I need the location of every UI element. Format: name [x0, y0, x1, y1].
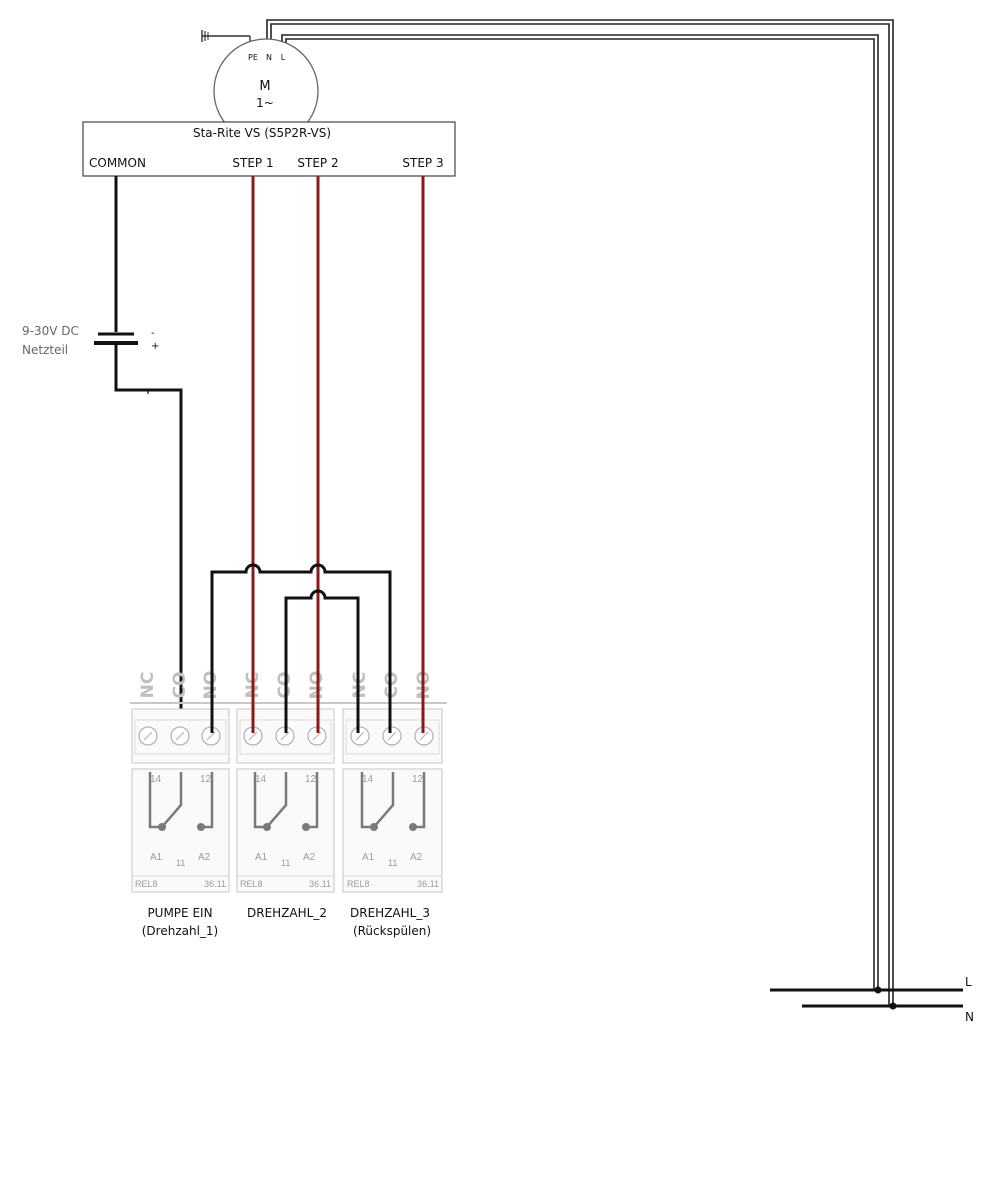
signal-wiring: [210, 176, 425, 733]
relay1-label: PUMPE EIN: [147, 906, 212, 920]
controller-step1-label: STEP 1: [232, 156, 273, 170]
relay-block: NC CO NO NC CO NO NC CO NO 14: [130, 671, 447, 938]
jumper-relay2-co-to-relay3-nc: [284, 589, 360, 733]
relay3-pin12: 12: [412, 774, 424, 785]
line-wire: [281, 34, 879, 990]
controller-step2-label: STEP 2: [297, 156, 338, 170]
relay1-pin11: 11: [176, 858, 185, 868]
relay2-label: DREHZAHL_2: [247, 906, 327, 920]
mains-n-label: N: [965, 1010, 974, 1024]
motor-pe-label: PE: [248, 53, 258, 62]
relay3-model: REL8: [347, 879, 370, 889]
relay1-type: 36.11: [204, 879, 226, 889]
motor-phase: 1~: [256, 96, 274, 110]
relay2-pin12: 12: [305, 774, 317, 785]
relay3-pin14: 14: [362, 774, 374, 785]
mains-wiring: L N: [266, 19, 974, 1024]
relay3-a2: A2: [410, 852, 423, 863]
relay1-nc-header: NC: [138, 672, 158, 699]
motor-l-label: L: [281, 53, 286, 62]
relay1-model: REL8: [135, 879, 158, 889]
mains-l-label: L: [965, 975, 972, 989]
motor-n-label: N: [266, 53, 272, 62]
dc-power-supply: 9-30V DC Netzteil - +: [22, 176, 183, 733]
relay3-pin11: 11: [388, 858, 397, 868]
controller-common-label: COMMON: [89, 156, 146, 170]
psu-minus-label: -: [151, 328, 155, 339]
l-junction-dot: [874, 986, 882, 994]
relay-2: 14 12 A1 11 A2 REL8 36.11: [236, 708, 335, 893]
relay1-a1: A1: [150, 852, 163, 863]
relay3-sublabel: (Rückspülen): [353, 924, 431, 938]
controller-step3-label: STEP 3: [402, 156, 443, 170]
neutral-wire-inner: [270, 23, 890, 1006]
relay3-nc-header: NC: [350, 672, 370, 699]
jumper-relay1-no-to-relay3-co: [210, 563, 392, 733]
relay2-type: 36.11: [309, 879, 331, 889]
neutral-wire: [266, 19, 894, 1006]
n-junction-dot: [889, 1002, 897, 1010]
relay3-co-header: CO: [382, 672, 402, 699]
relay2-pin14: 14: [255, 774, 267, 785]
relay1-pin12: 12: [200, 774, 212, 785]
relay2-model: REL8: [240, 879, 263, 889]
relay1-co-header: CO: [170, 672, 190, 699]
psu-voltage-label: 9-30V DC: [22, 324, 79, 338]
relay2-a1: A1: [255, 852, 268, 863]
relay1-sublabel: (Drehzahl_1): [142, 924, 219, 938]
line-wire-inner: [285, 38, 875, 990]
relay1-pin14: 14: [150, 774, 162, 785]
motor: PE N L M 1~: [201, 30, 319, 144]
psu-plus-label: +: [151, 341, 159, 352]
relay3-a1: A1: [362, 852, 375, 863]
relay2-a2: A2: [303, 852, 316, 863]
controller-title: Sta-Rite VS (S5P2R-VS): [193, 126, 331, 140]
controller-box: Sta-Rite VS (S5P2R-VS) COMMON STEP 1 STE…: [82, 121, 456, 177]
relay2-pin11: 11: [281, 858, 290, 868]
ground-icon: [201, 30, 209, 42]
controller-rect: [82, 121, 456, 177]
motor-symbol: M: [259, 79, 270, 94]
relay3-type: 36.11: [417, 879, 439, 889]
relay3-label: DREHZAHL_3: [350, 906, 430, 920]
relay-3: 14 12 A1 11 A2 REL8 36.11: [342, 708, 443, 893]
relay-1: 14 12 A1 11 A2 REL8 36.11: [131, 708, 230, 893]
relay1-a2: A2: [198, 852, 211, 863]
psu-name-label: Netzteil: [22, 343, 68, 357]
